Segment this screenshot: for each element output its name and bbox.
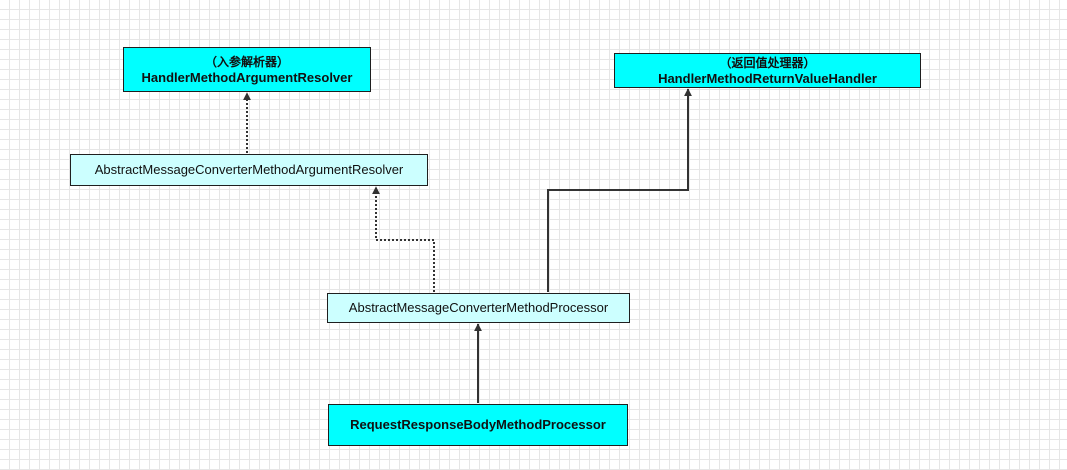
abstract-message-converter-method-argument-resolver-node[interactable]: AbstractMessageConverterMethodArgumentRe… (70, 154, 428, 186)
edge-abstract-processor-to-handler-interface (547, 88, 692, 292)
resolver-interface-subtitle: （入参解析器） (204, 54, 289, 69)
request-response-body-method-processor-node[interactable]: RequestResponseBodyMethodProcessor (328, 404, 628, 446)
abstract-processor-title: AbstractMessageConverterMethodProcessor (348, 300, 609, 315)
abstract-message-converter-method-processor-node[interactable]: AbstractMessageConverterMethodProcessor (327, 293, 630, 323)
abstract-resolver-title: AbstractMessageConverterMethodArgumentRe… (94, 162, 404, 177)
edge-abstract-processor-to-abstract-resolver (372, 186, 435, 292)
handler-method-argument-resolver-node[interactable]: （入参解析器） HandlerMethodArgumentResolver (123, 47, 371, 92)
handler-method-return-value-handler-node[interactable]: （返回值处理器） HandlerMethodReturnValueHandler (614, 53, 921, 88)
handler-interface-title: HandlerMethodReturnValueHandler (658, 70, 877, 86)
concrete-processor-title: RequestResponseBodyMethodProcessor (350, 417, 606, 432)
resolver-interface-title: HandlerMethodArgumentResolver (141, 69, 353, 85)
handler-interface-subtitle: （返回值处理器） (719, 55, 816, 70)
